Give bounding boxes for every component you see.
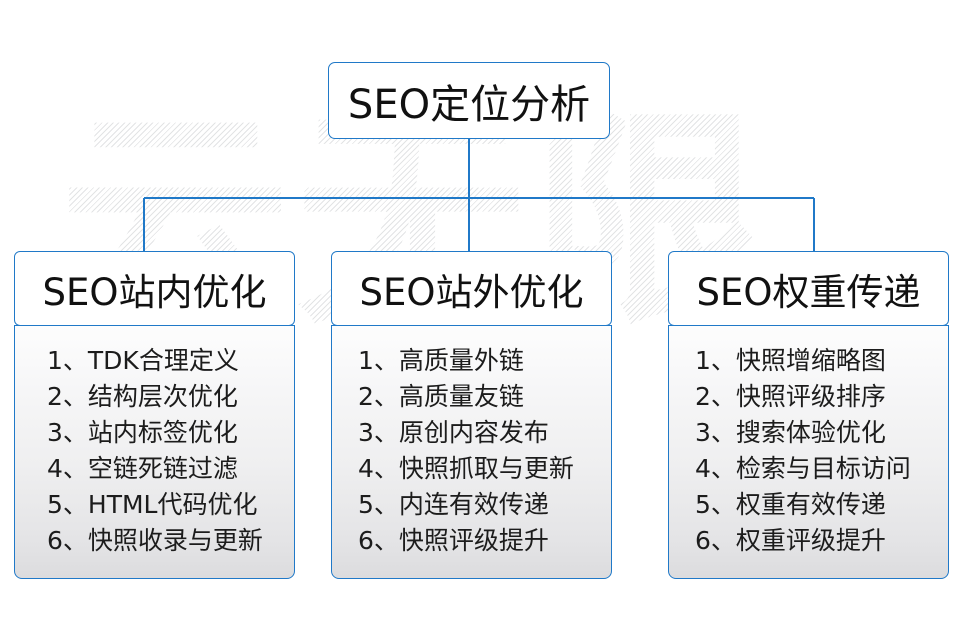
list-item-label: 原创内容发布 [398, 418, 549, 447]
list-item[interactable]: 2、 快照评级排序 [669, 379, 886, 415]
branch-column-2: SEO站外优化 1、 高质量外链 2、 高质量友链 3、 原创内容发布 4、 快… [331, 251, 612, 579]
list-item-number: 2、 [47, 382, 88, 411]
root-node-label: SEO定位分析 [347, 81, 591, 128]
list-item-label: 快照增缩略图 [735, 346, 886, 375]
list-item[interactable]: 6、 快照收录与更新 [15, 523, 263, 559]
list-item-label: 结构层次优化 [87, 382, 238, 411]
branch-header-3[interactable]: SEO权重传递 [668, 251, 949, 326]
list-item[interactable]: 6、 权重评级提升 [669, 523, 886, 559]
list-item-label: 快照收录与更新 [87, 526, 263, 555]
list-item[interactable]: 3、 搜索体验优化 [669, 415, 886, 451]
list-item-number: 6、 [695, 526, 736, 555]
list-item-number: 1、 [695, 346, 736, 375]
list-item[interactable]: 1、 快照增缩略图 [669, 343, 886, 379]
list-item-number: 2、 [358, 382, 399, 411]
list-item-label: 快照抓取与更新 [398, 454, 574, 483]
list-item-number: 3、 [358, 418, 399, 447]
list-item-label: 快照评级排序 [735, 382, 886, 411]
list-item-number: 6、 [358, 526, 399, 555]
branch-column-3: SEO权重传递 1、 快照增缩略图 2、 快照评级排序 3、 搜索体验优化 4、… [668, 251, 949, 579]
branch-body-2: 1、 高质量外链 2、 高质量友链 3、 原创内容发布 4、 快照抓取与更新 5… [331, 325, 612, 579]
list-item-label: 快照评级提升 [398, 526, 549, 555]
list-item-number: 4、 [47, 454, 88, 483]
branch-header-1[interactable]: SEO站内优化 [14, 251, 295, 326]
list-item-label: 高质量友链 [398, 382, 524, 411]
list-item-label: 空链死链过滤 [87, 454, 238, 483]
list-item-number: 5、 [695, 490, 736, 519]
list-item-label: TDK合理定义 [87, 346, 239, 375]
list-item[interactable]: 3、 站内标签优化 [15, 415, 238, 451]
list-item[interactable]: 4、 空链死链过滤 [15, 451, 238, 487]
list-item-label: 检索与目标访问 [735, 454, 911, 483]
list-item-number: 5、 [47, 490, 88, 519]
branch-header-label-1: SEO站内优化 [42, 270, 267, 314]
list-item[interactable]: 3、 原创内容发布 [332, 415, 549, 451]
list-item[interactable]: 1、 高质量外链 [332, 343, 524, 379]
branch-header-label-2: SEO站外优化 [359, 270, 584, 314]
list-item-label: 权重评级提升 [735, 526, 886, 555]
list-item-label: HTML代码优化 [87, 490, 258, 519]
list-item[interactable]: 2、 高质量友链 [332, 379, 524, 415]
list-item-label: 站内标签优化 [87, 418, 238, 447]
branch-column-1: SEO站内优化 1、 TDK合理定义 2、 结构层次优化 3、 站内标签优化 4… [14, 251, 295, 579]
root-node[interactable]: SEO定位分析 [328, 62, 610, 139]
branch-header-label-3: SEO权重传递 [696, 270, 921, 314]
list-item-number: 6、 [47, 526, 88, 555]
list-item-number: 3、 [47, 418, 88, 447]
list-item-number: 4、 [695, 454, 736, 483]
list-item-label: 内连有效传递 [398, 490, 549, 519]
list-item[interactable]: 4、 检索与目标访问 [669, 451, 911, 487]
branch-body-3: 1、 快照增缩略图 2、 快照评级排序 3、 搜索体验优化 4、 检索与目标访问… [668, 325, 949, 579]
list-item-label: 高质量外链 [398, 346, 524, 375]
list-item[interactable]: 5、 HTML代码优化 [15, 487, 257, 523]
branch-body-1: 1、 TDK合理定义 2、 结构层次优化 3、 站内标签优化 4、 空链死链过滤… [14, 325, 295, 579]
list-item[interactable]: 5、 权重有效传递 [669, 487, 886, 523]
list-item-number: 4、 [358, 454, 399, 483]
list-item-number: 5、 [358, 490, 399, 519]
branch-header-2[interactable]: SEO站外优化 [331, 251, 612, 326]
list-item-label: 搜索体验优化 [735, 418, 886, 447]
list-item-number: 1、 [47, 346, 88, 375]
list-item[interactable]: 5、 内连有效传递 [332, 487, 549, 523]
list-item[interactable]: 6、 快照评级提升 [332, 523, 549, 559]
list-item-number: 3、 [695, 418, 736, 447]
list-item-number: 2、 [695, 382, 736, 411]
list-item-number: 1、 [358, 346, 399, 375]
list-item[interactable]: 4、 快照抓取与更新 [332, 451, 574, 487]
list-item[interactable]: 1、 TDK合理定义 [15, 343, 239, 379]
list-item[interactable]: 2、 结构层次优化 [15, 379, 238, 415]
list-item-label: 权重有效传递 [735, 490, 886, 519]
